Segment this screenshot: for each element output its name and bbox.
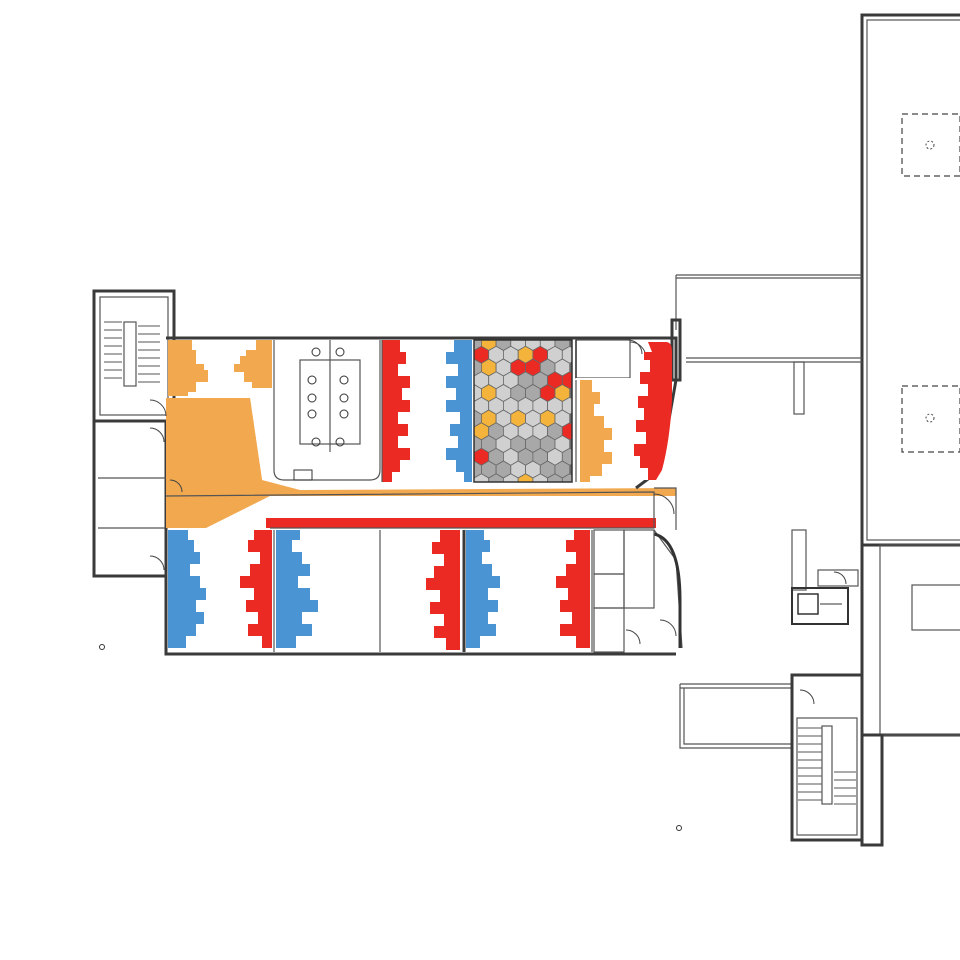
room-blue-red-south-west — [168, 530, 272, 652]
elevator-icon — [791, 587, 849, 625]
room-orange-red-north-east — [575, 339, 672, 482]
stair-west — [92, 289, 176, 578]
hexagon-tile-room — [473, 339, 573, 483]
room-blue-red-south-mid — [273, 530, 378, 652]
table-outline-north — [901, 113, 960, 177]
stair-icon — [798, 727, 856, 805]
hex-tile — [561, 473, 572, 482]
corridor — [165, 398, 677, 530]
service-rooms — [593, 529, 677, 653]
room-blue-red-south-east — [462, 530, 593, 652]
hex-tile — [532, 473, 548, 482]
room-orange-west — [168, 340, 272, 490]
south-rooms — [164, 528, 683, 656]
central-lobby — [675, 274, 862, 749]
hex-tile — [502, 473, 519, 482]
east-building — [860, 13, 960, 847]
room-red-blue-north — [381, 340, 472, 482]
hex-tile — [488, 473, 504, 482]
table-outline-south — [901, 385, 960, 453]
stair-icon — [104, 321, 160, 383]
door-swing-icon — [149, 339, 847, 705]
survey-point-west — [99, 644, 105, 650]
hex-tile — [547, 473, 563, 482]
stair-south-east — [790, 673, 864, 842]
toilet-icon — [307, 347, 349, 447]
room-red-south — [379, 530, 462, 652]
north-rooms — [166, 318, 682, 490]
hex-tile — [517, 473, 534, 482]
survey-point-south — [676, 825, 682, 831]
hex-tile — [474, 473, 490, 482]
restroom — [273, 340, 381, 481]
